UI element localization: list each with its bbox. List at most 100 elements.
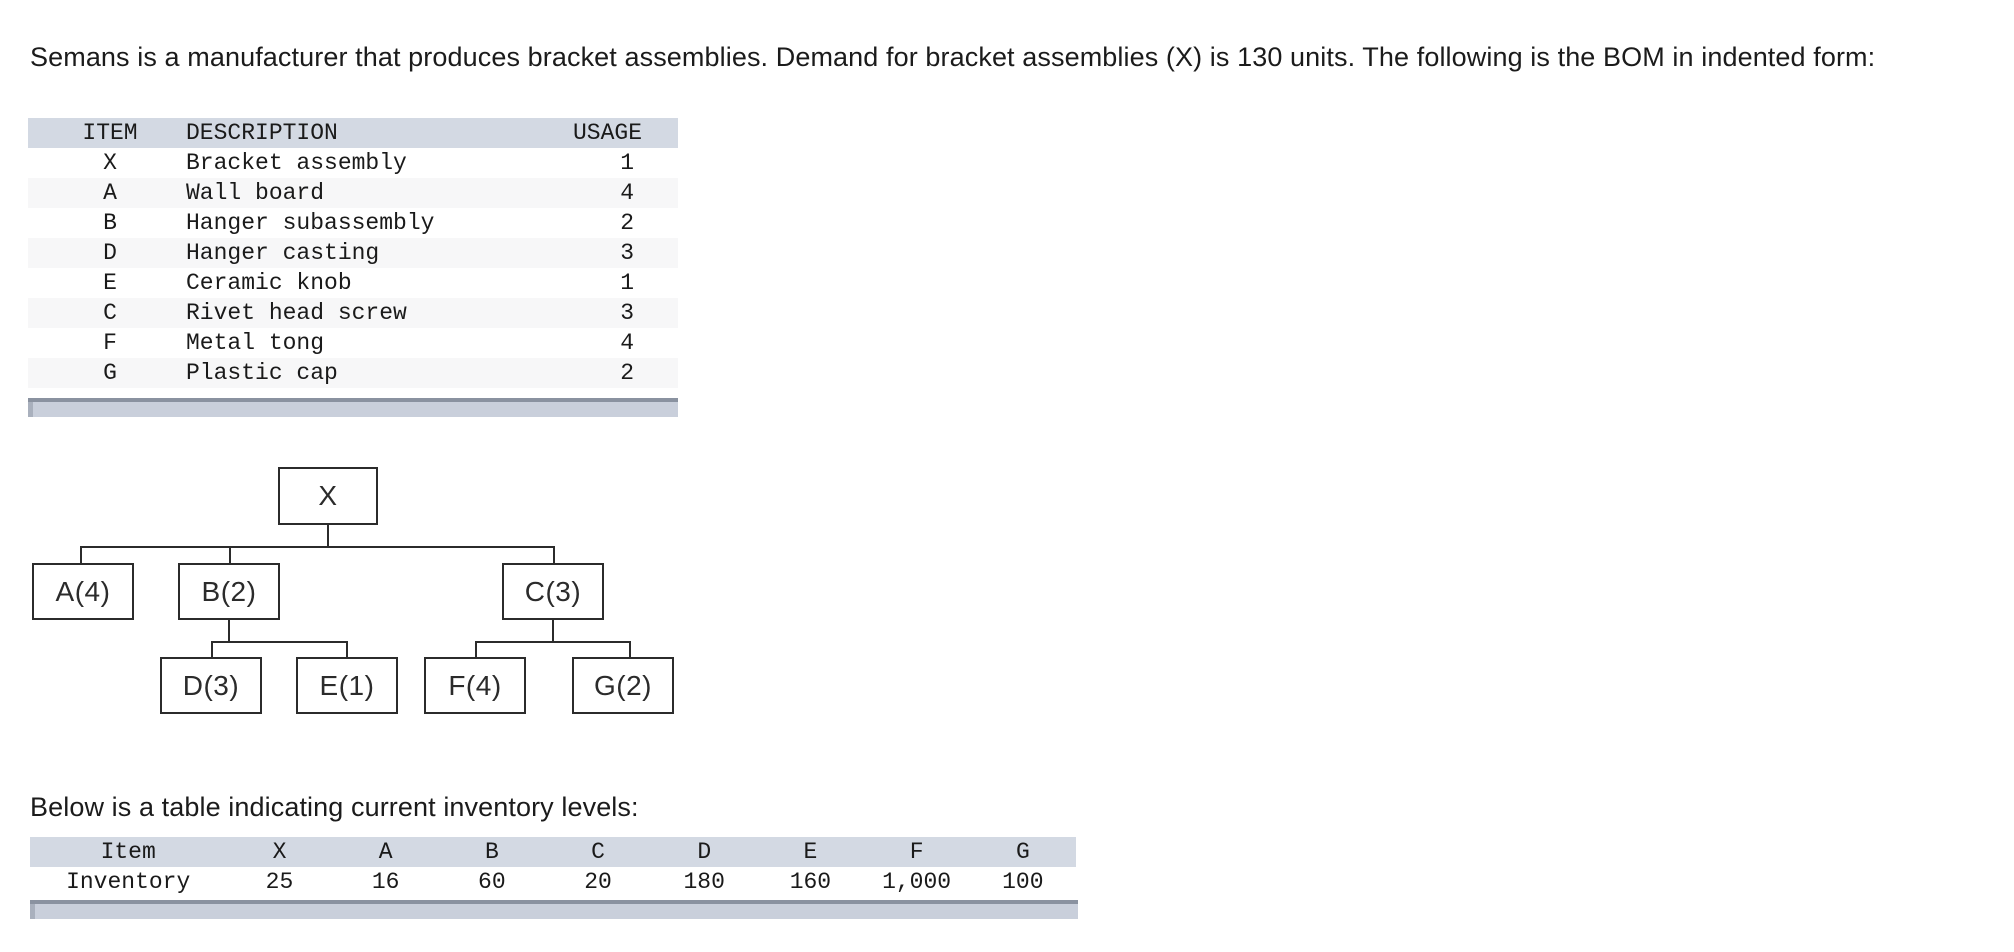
cell-item: G — [103, 360, 117, 386]
column-header-d: D — [697, 839, 712, 865]
cell-description: Metal tong — [186, 330, 325, 356]
tree-node-f: F(4) — [424, 657, 526, 714]
table-row: E Ceramic knob 1 — [28, 268, 678, 298]
tree-node-c: C(3) — [502, 563, 604, 620]
tree-edge-drop-e — [346, 641, 348, 658]
cell-usage: 3 — [620, 300, 634, 326]
table-row: F Metal tong 4 — [28, 328, 678, 358]
tree-node-label: G(2) — [594, 669, 652, 701]
tree-edge-drop-b — [229, 546, 231, 564]
intro-paragraph: Semans is a manufacturer that produces b… — [30, 42, 1876, 72]
column-header-c: C — [591, 839, 605, 865]
cell-inventory-c: 20 — [584, 869, 612, 895]
cell-usage: 4 — [620, 180, 634, 206]
cell-inventory-e: 160 — [789, 869, 832, 895]
column-header-item: ITEM — [82, 120, 138, 146]
inventory-table-body: Inventory 25 16 60 20 180 160 1,000 100 — [30, 867, 1076, 897]
cell-inventory-a: 16 — [371, 869, 400, 895]
bom-table-horizontal-scrollbar[interactable] — [28, 398, 678, 417]
column-header-e: E — [803, 839, 818, 865]
cell-item: D — [103, 240, 117, 266]
tree-node-b: B(2) — [178, 563, 280, 620]
column-header-g: G — [1015, 839, 1030, 865]
cell-description: Ceramic knob — [186, 270, 352, 296]
tree-node-label: E(1) — [319, 669, 375, 701]
tree-edge-c-stem — [552, 620, 554, 642]
cell-inventory-g: 100 — [1002, 869, 1044, 895]
cell-inventory-f: 1,000 — [882, 869, 952, 895]
cell-inventory-x: 25 — [265, 869, 294, 895]
cell-usage: 3 — [620, 240, 634, 266]
tree-node-a: A(4) — [32, 563, 134, 620]
tree-edge-drop-d — [211, 641, 213, 658]
scrollbar-thumb[interactable] — [30, 904, 35, 919]
column-header-description: DESCRIPTION — [186, 120, 338, 146]
table-row: G Plastic cap 2 — [28, 358, 678, 388]
column-header-b: B — [484, 839, 499, 865]
table-header-row: ITEM DESCRIPTION USAGE — [28, 118, 678, 148]
inventory-levels-table: Item X A B C D E F G Inventory 25 16 60 — [30, 837, 1076, 897]
cell-item: B — [103, 210, 117, 236]
bom-indented-table: ITEM DESCRIPTION USAGE X Bracket assembl… — [28, 118, 678, 388]
column-header-x: X — [272, 839, 287, 865]
column-header-usage: USAGE — [572, 120, 642, 146]
column-header-a: A — [378, 839, 393, 865]
column-header-item: Item — [100, 839, 156, 865]
cell-item: F — [103, 330, 117, 356]
row-label-inventory: Inventory — [66, 869, 191, 895]
tree-edge-drop-a — [80, 546, 82, 564]
cell-description: Hanger casting — [186, 240, 380, 266]
table-row: Inventory 25 16 60 20 180 160 1,000 100 — [30, 867, 1076, 897]
tree-node-label: F(4) — [448, 669, 502, 701]
tree-edge-c-bus — [475, 641, 631, 643]
tree-edge-b-bus — [211, 641, 348, 643]
inventory-table-horizontal-scrollbar[interactable] — [30, 900, 1078, 919]
bom-product-structure-tree: X A(4) B(2) C(3) D(3) — [0, 450, 700, 720]
tree-node-g: G(2) — [572, 657, 674, 714]
table-row: D Hanger casting 3 — [28, 238, 678, 268]
cell-description: Wall board — [186, 180, 325, 206]
cell-item: A — [103, 180, 117, 206]
bom-table-header: ITEM DESCRIPTION USAGE — [28, 118, 678, 148]
cell-description: Rivet head screw — [186, 300, 407, 326]
tree-edge-x-stem — [327, 525, 329, 547]
table-row: B Hanger subassembly 2 — [28, 208, 678, 238]
table-row: A Wall board 4 — [28, 178, 678, 208]
tree-node-d: D(3) — [160, 657, 262, 714]
table-header-row: Item X A B C D E F G — [30, 837, 1076, 867]
tree-node-label: D(3) — [182, 669, 240, 701]
inventory-lead-paragraph: Below is a table indicating current inve… — [30, 792, 639, 822]
cell-usage: 1 — [620, 150, 634, 176]
cell-description: Hanger subassembly — [186, 210, 435, 236]
tree-node-label: B(2) — [201, 575, 257, 607]
tree-edge-level1-bus — [80, 546, 554, 548]
tree-node-label: C(3) — [524, 575, 582, 607]
inventory-table-container: Item X A B C D E F G Inventory 25 16 60 — [30, 837, 1076, 897]
cell-usage: 2 — [620, 360, 634, 386]
cell-item: X — [103, 150, 117, 176]
tree-node-label: A(4) — [55, 575, 111, 607]
cell-description: Bracket assembly — [186, 150, 407, 176]
scrollbar-thumb[interactable] — [28, 402, 33, 417]
bom-table-container: ITEM DESCRIPTION USAGE X Bracket assembl… — [28, 118, 678, 388]
cell-description: Plastic cap — [186, 360, 338, 386]
tree-edge-drop-f — [475, 641, 477, 658]
table-row: C Rivet head screw 3 — [28, 298, 678, 328]
cell-inventory-d: 180 — [683, 869, 725, 895]
cell-usage: 4 — [620, 330, 634, 356]
tree-node-label: X — [318, 480, 338, 511]
tree-edge-b-stem — [228, 620, 230, 642]
column-header-f: F — [909, 839, 924, 865]
inventory-table-header: Item X A B C D E F G — [30, 837, 1076, 867]
tree-node-x: X — [278, 467, 378, 525]
tree-edge-drop-c — [553, 546, 555, 564]
cell-item: C — [103, 300, 117, 326]
cell-item: E — [103, 270, 117, 296]
cell-usage: 1 — [620, 270, 634, 296]
bom-table-body: X Bracket assembly 1 A Wall board 4 B Ha… — [28, 148, 678, 388]
tree-node-e: E(1) — [296, 657, 398, 714]
cell-inventory-b: 60 — [478, 869, 506, 895]
table-row: X Bracket assembly 1 — [28, 148, 678, 178]
cell-usage: 2 — [620, 210, 634, 236]
